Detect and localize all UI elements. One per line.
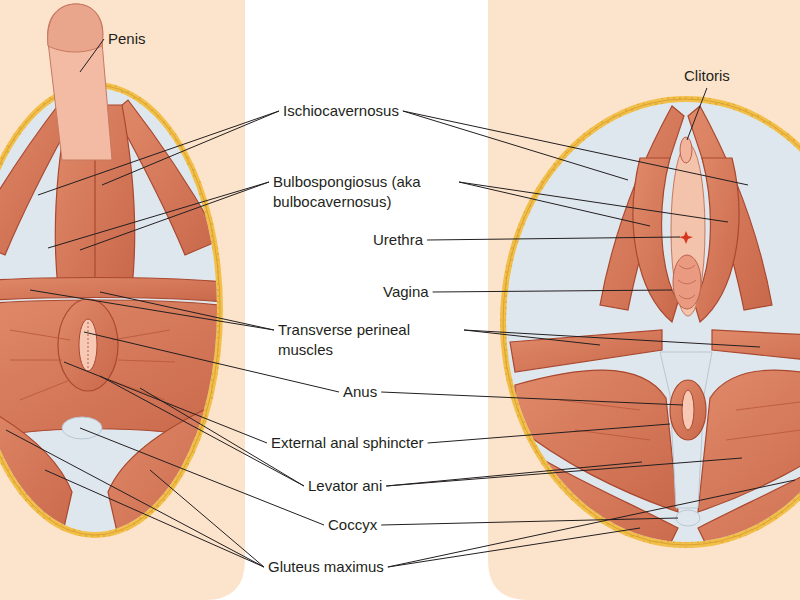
part-label: Levator ani — [307, 476, 383, 496]
leader-line — [6, 430, 264, 567]
part-label: Vagina — [382, 282, 430, 302]
part-label: Penis — [107, 29, 147, 49]
leader-line — [427, 237, 680, 240]
leader-line — [381, 392, 683, 405]
part-label: External anal sphincter — [270, 433, 425, 453]
part-label: Anus — [342, 382, 378, 402]
leader-line — [388, 528, 640, 567]
leader-line — [403, 111, 628, 180]
leader-line — [433, 290, 672, 292]
leader-line — [464, 330, 760, 347]
part-label: Transverse perineal muscles — [277, 320, 461, 360]
leader-line — [403, 111, 748, 185]
leader-line — [687, 88, 707, 140]
leader-line — [80, 39, 104, 72]
leader-line — [64, 362, 267, 443]
leader-line — [381, 518, 678, 525]
leader-line — [80, 182, 269, 250]
leader-line — [386, 462, 642, 486]
leader-line — [30, 290, 274, 330]
part-label: Bulbospongiosus (aka bulbocavernosus) — [272, 172, 456, 212]
leader-line — [428, 424, 670, 443]
leader-line — [464, 330, 600, 345]
leader-line — [45, 470, 264, 567]
part-label: Urethra — [372, 230, 424, 250]
leader-line — [386, 458, 742, 486]
leader-line — [102, 111, 279, 185]
leader-line — [100, 292, 274, 330]
part-label: Gluteus maximus — [267, 557, 385, 577]
part-label: Clitoris — [683, 66, 731, 86]
leader-line — [100, 376, 304, 486]
leader-line — [459, 182, 728, 222]
part-label: Coccyx — [327, 515, 378, 535]
leader-line — [388, 480, 795, 567]
leader-line — [38, 111, 279, 195]
leader-line — [150, 470, 264, 567]
leader-line — [48, 182, 269, 248]
part-label: Ischiocavernosus — [282, 101, 400, 121]
leader-line — [459, 182, 650, 226]
